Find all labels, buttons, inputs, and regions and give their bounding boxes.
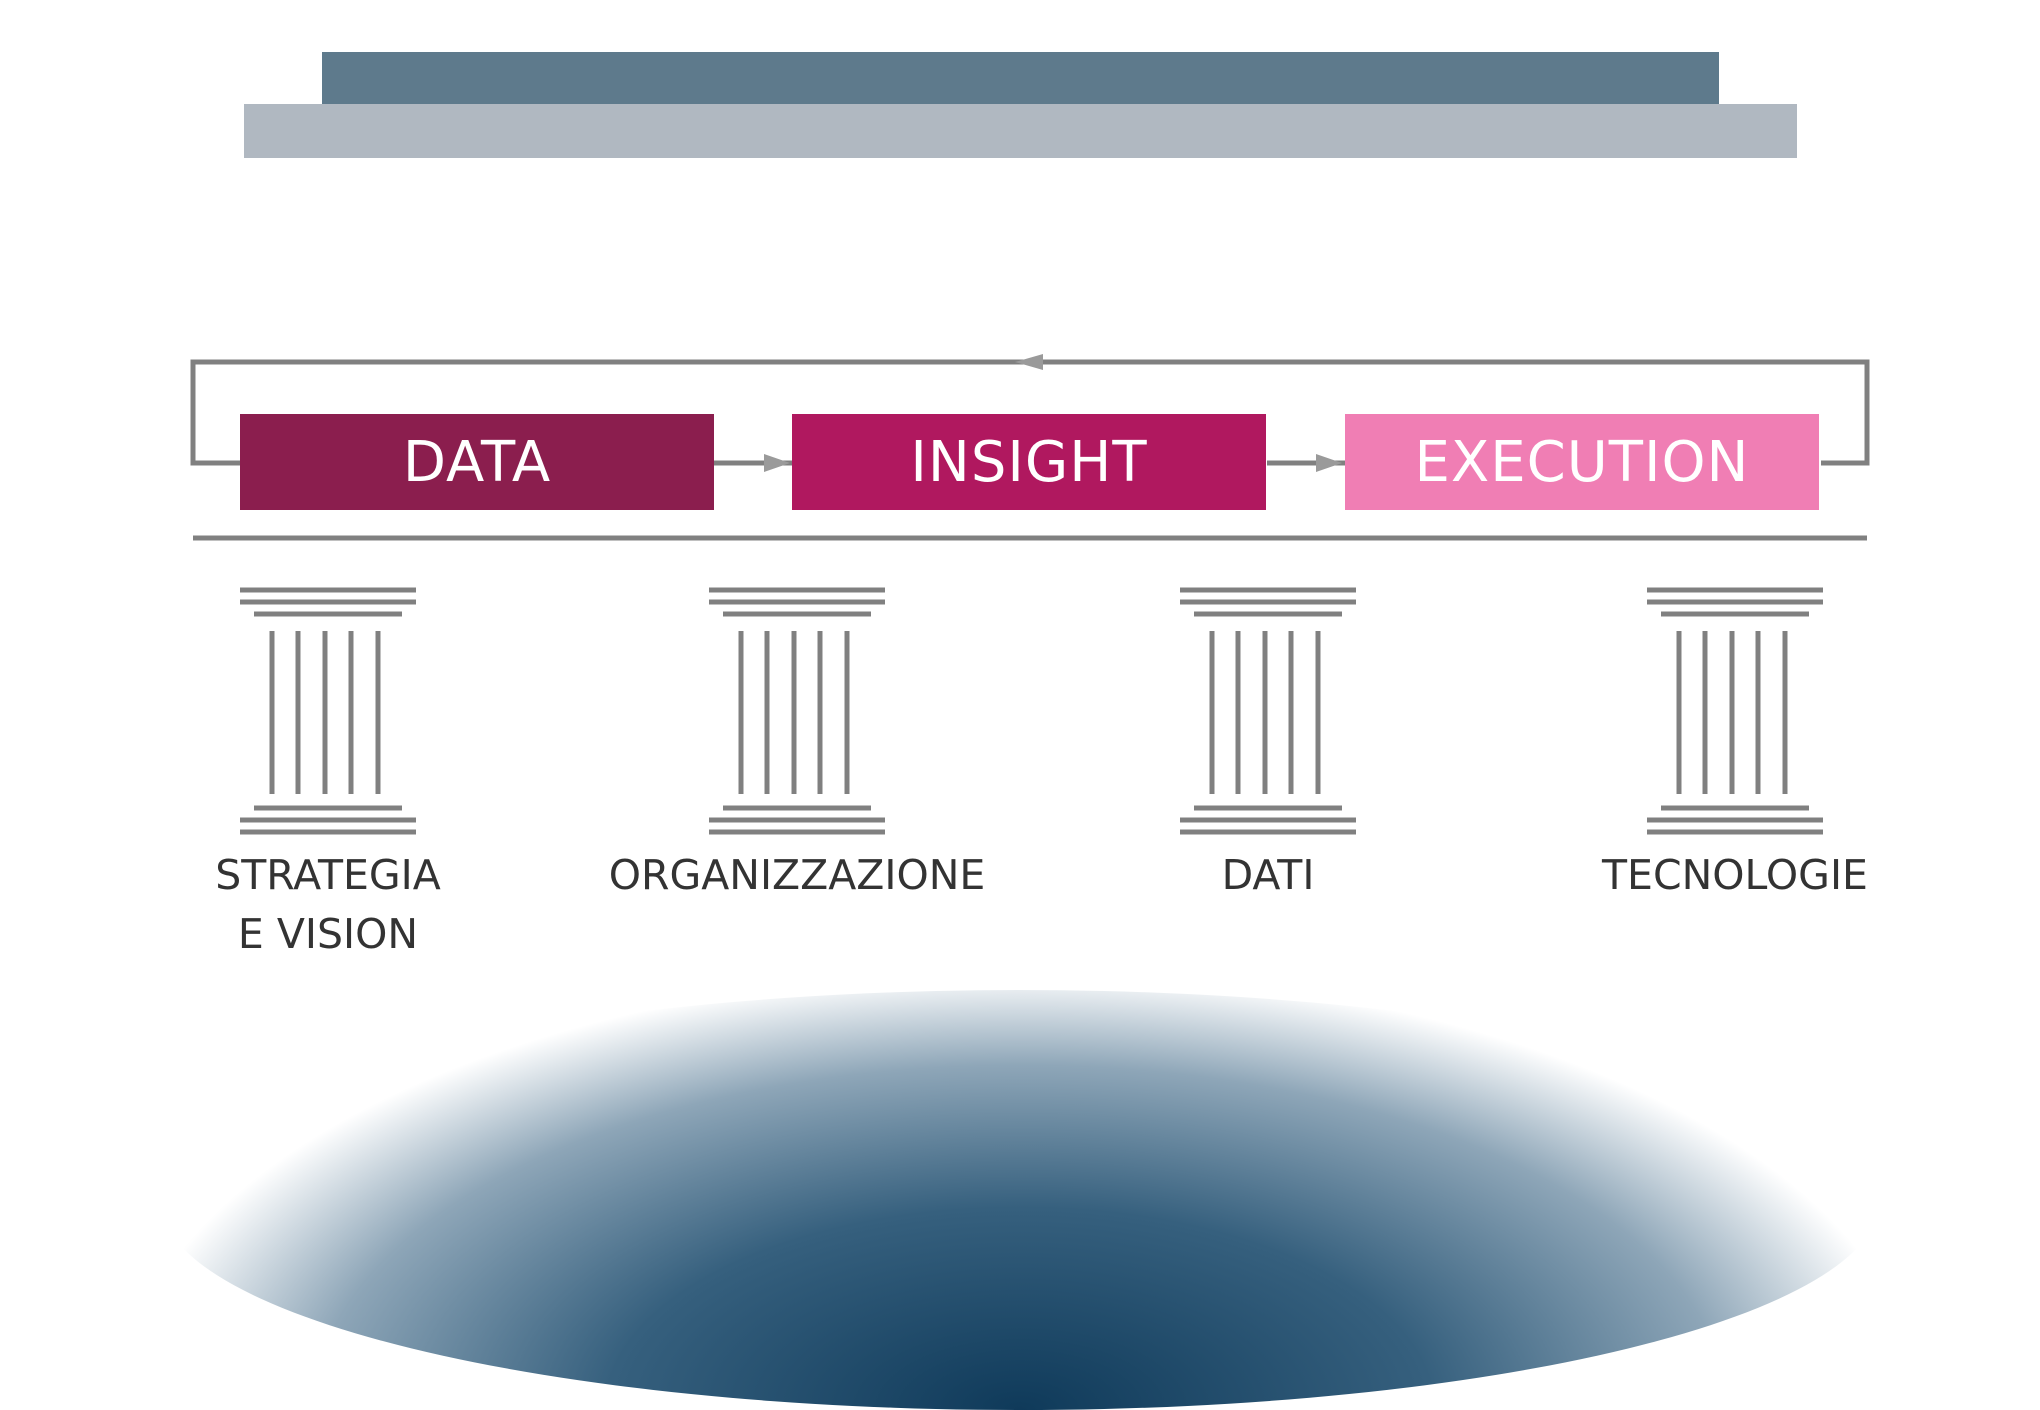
pillar-label-dati: DATI [1058,846,1478,905]
flow-box-execution: EXECUTION [1345,414,1819,510]
flow-box-insight: INSIGHT [792,414,1266,510]
pillar-icon [1647,587,1823,835]
flow-box-data: DATA [240,414,714,510]
flow-box-label: INSIGHT [910,429,1148,495]
pillar-label-line: E VISION [237,910,419,958]
flow-box-label: EXECUTION [1414,429,1750,495]
pillar-icon [1180,587,1356,835]
pillar-label-strategia: STRATEGIA E VISION [118,846,538,964]
flow-connectors [190,354,1870,541]
pillar-label-line: TECNOLOGIE [1602,851,1868,899]
pillar-label-line: ORGANIZZAZIONE [608,851,986,899]
arrow-data-insight-icon [764,454,790,472]
pillar-label-line: STRATEGIA [215,851,441,899]
arrow-insight-execution-icon [1316,454,1342,472]
roof-top-band [322,52,1719,106]
pillar-label-line: DATI [1221,851,1315,899]
roof-bottom-band [244,104,1797,158]
feedback-arrow-icon [1015,354,1043,370]
pillar-icon [709,587,885,835]
pillar-label-organizzazione: ORGANIZZAZIONE [587,846,1007,905]
flow-box-label: DATA [402,429,552,495]
pillar-icon [240,587,416,835]
pillar-label-tecnologie: TECNOLOGIE [1525,846,1945,905]
